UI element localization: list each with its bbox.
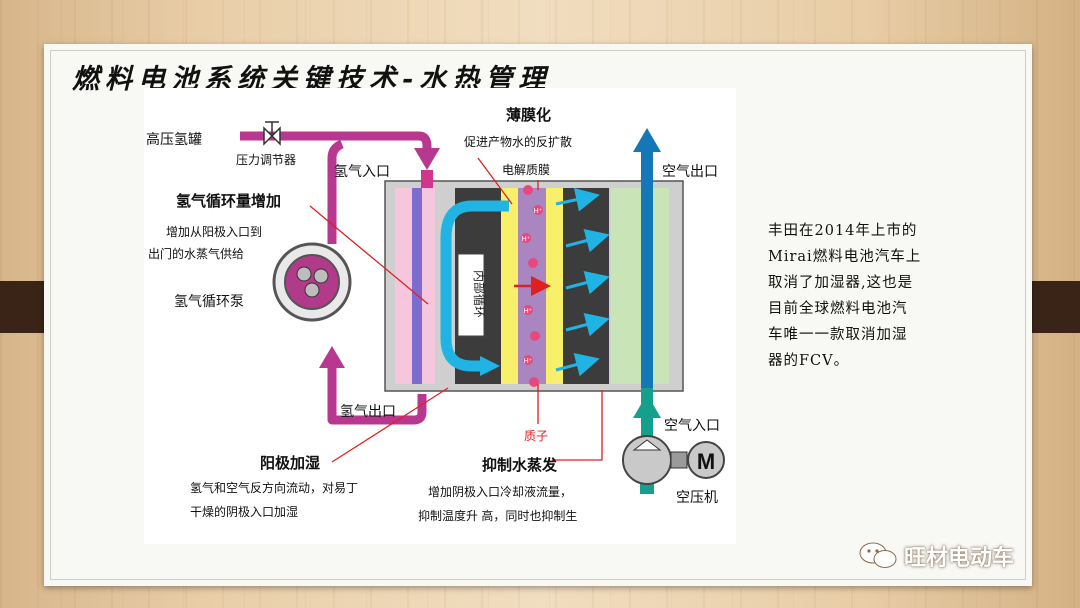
svg-text:H⁺: H⁺ bbox=[524, 308, 533, 315]
anode-magenta-entry bbox=[421, 170, 433, 188]
chat-bubble-icon bbox=[859, 542, 897, 568]
anode-catalyst-layer bbox=[501, 188, 518, 384]
pressure-regulator-label: 压力调节器 bbox=[236, 153, 296, 167]
svg-text:H⁺: H⁺ bbox=[522, 236, 531, 243]
air-outlet-label: 空气出口 bbox=[662, 163, 718, 179]
pressure-regulator-valve bbox=[263, 121, 281, 146]
anode-humid-desc-line2: 干燥的阴极入口加湿 bbox=[190, 504, 298, 519]
proton-markers: H⁺ H⁺ H⁺ H⁺ bbox=[521, 185, 543, 387]
side-note: 丰田在2014年上市的 Mirai燃料电池汽车上 取消了加湿器,这也是 目前全球… bbox=[768, 223, 922, 369]
cathode-gas-channel bbox=[611, 188, 669, 384]
anode-humid-label: 阳极加湿 bbox=[260, 454, 320, 472]
h2-return-pipe bbox=[327, 366, 427, 425]
h2-recirc-desc-line1: 增加从阳极入口到 bbox=[166, 225, 262, 239]
hydrogen-loop bbox=[240, 131, 432, 425]
air-outlet-flow bbox=[633, 128, 661, 388]
thin-film-label: 薄膜化 bbox=[506, 106, 551, 124]
h2-inlet-arrowhead bbox=[414, 148, 440, 170]
svg-text:H⁺: H⁺ bbox=[534, 208, 543, 215]
air-inlet-label: 空气入口 bbox=[664, 417, 720, 433]
h2-supply-pipe bbox=[240, 131, 432, 151]
compressor-label: 空压机 bbox=[676, 489, 718, 505]
h2-recirc-desc-line2: 出门的水蒸气供给 bbox=[148, 246, 244, 261]
anode-flow-line bbox=[412, 188, 422, 384]
anode-humid-desc-line1: 氢气和空气反方向流动，对易丁 bbox=[190, 480, 358, 495]
proton-label: 质子 bbox=[524, 429, 548, 443]
internal-circulation-text: 内部循环 bbox=[472, 270, 487, 318]
air-inlet-flow bbox=[633, 388, 661, 448]
hydrogen-pump bbox=[272, 242, 352, 322]
motor-label: M bbox=[697, 449, 715, 474]
air-compressor: M bbox=[622, 435, 725, 494]
watermark: 旺材电动车 bbox=[858, 540, 1014, 572]
h2-tank-label: 高压氢罐 bbox=[146, 131, 202, 147]
pump-to-supply-pipe bbox=[327, 139, 344, 244]
h2-recirc-increase-label: 氢气循环量增加 bbox=[176, 192, 281, 210]
h2-inlet-label: 氢气入口 bbox=[334, 163, 390, 179]
thin-film-desc: 促进产物水的反扩散 bbox=[464, 134, 572, 149]
suppress-desc-line2: 抑制温度升 高，同时也抑制生 bbox=[418, 508, 577, 523]
leader-lines bbox=[309, 157, 603, 463]
water-diffusion-arrows bbox=[555, 187, 610, 377]
watermark-text: 旺材电动车 bbox=[904, 546, 1015, 571]
h2-outlet-label: 氢气出口 bbox=[340, 403, 396, 419]
svg-text:H⁺: H⁺ bbox=[524, 358, 533, 365]
suppress-vapor-label: 抑制水蒸发 bbox=[482, 456, 558, 474]
suppress-desc-line1: 增加阴极入口冷却液流量， bbox=[428, 484, 572, 499]
cathode-catalyst-layer bbox=[546, 188, 563, 384]
internal-circulation-flow: 内部循环 bbox=[440, 200, 509, 376]
electrolyte-label: 电解质膜 bbox=[502, 163, 550, 177]
internal-circulation-box bbox=[457, 253, 485, 337]
slide-card-border bbox=[50, 50, 1026, 580]
h2-pump-label: 氢气循环泵 bbox=[174, 293, 244, 309]
fuel-cell-diagram: 内部循环 H⁺ H⁺ H⁺ H⁺ M bbox=[144, 88, 736, 544]
return-arrowhead bbox=[319, 346, 345, 368]
